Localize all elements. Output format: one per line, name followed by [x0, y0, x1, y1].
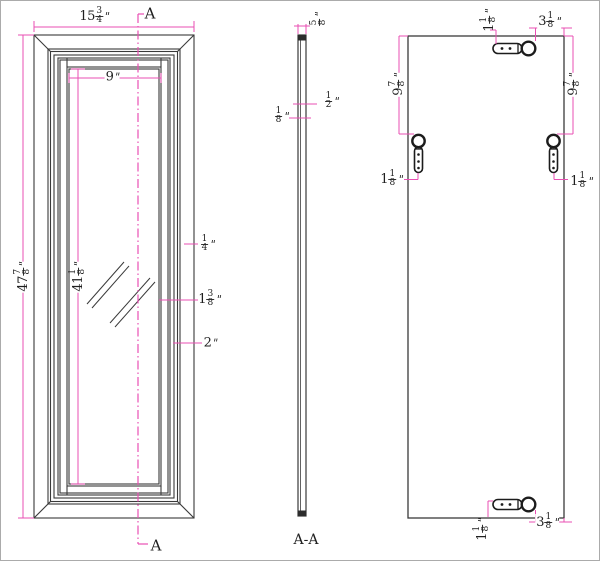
inch-mark: '': [475, 517, 489, 525]
inch-mark: '': [586, 174, 594, 188]
dim-value: 1: [570, 173, 578, 189]
dim-value: 1: [474, 533, 490, 541]
inch-mark: '': [396, 172, 404, 186]
dim-value: 9: [390, 88, 406, 96]
front-view: [18, 13, 202, 545]
section-cut-line: [137, 13, 148, 545]
inch-mark: '': [112, 70, 120, 84]
dim-value: 9: [105, 69, 114, 85]
dim-value: 41: [70, 276, 86, 292]
inch-mark: '': [103, 9, 111, 23]
inch-mark: '': [482, 8, 496, 16]
dim-value: 2: [203, 335, 212, 351]
dim-value: 15: [79, 8, 95, 24]
front-frame: [33, 34, 195, 519]
section-mark-top: A: [144, 4, 156, 23]
inch-mark: '': [208, 237, 216, 251]
back-view: [398, 27, 574, 523]
section-dimension-lines: [289, 24, 317, 119]
dim-value: 9: [565, 88, 581, 96]
inch-mark: '': [282, 109, 290, 123]
section-mark-bottom: A: [150, 536, 162, 555]
keyhole-bracket-top: [492, 40, 537, 57]
dim-value: 3: [538, 13, 546, 29]
inch-mark: '': [210, 336, 218, 350]
inch-mark: '': [554, 14, 562, 28]
keyhole-bracket-bottom: [492, 496, 537, 513]
mirror-edge-profile: [297, 34, 307, 517]
mirror-hatch: [86, 261, 156, 328]
dim-value: 3: [536, 514, 544, 530]
dim-front-frame-side-label: 2'': [203, 337, 218, 350]
dim-value: 1: [481, 24, 497, 32]
inch-mark: '': [566, 72, 580, 80]
keyhole-bracket-right: [546, 133, 561, 174]
inch-mark: '': [71, 260, 85, 268]
section-view: [289, 24, 317, 517]
dim-front-opening-width-label: 9'': [104, 69, 120, 85]
dim-value: 1: [380, 171, 388, 187]
inch-mark: '': [214, 292, 222, 306]
dim-value: 47: [15, 276, 31, 292]
keyhole-bracket-left: [411, 133, 426, 174]
inch-mark: '': [552, 515, 560, 529]
section-view-label: A-A: [293, 532, 319, 548]
dim-value: 1: [198, 291, 206, 307]
inch-mark: '': [391, 72, 405, 80]
back-dimension-lines: [398, 27, 574, 523]
inch-mark: '': [312, 11, 326, 19]
inch-mark: '': [332, 94, 340, 108]
inch-mark: '': [16, 260, 30, 268]
back-panel: [407, 35, 565, 519]
